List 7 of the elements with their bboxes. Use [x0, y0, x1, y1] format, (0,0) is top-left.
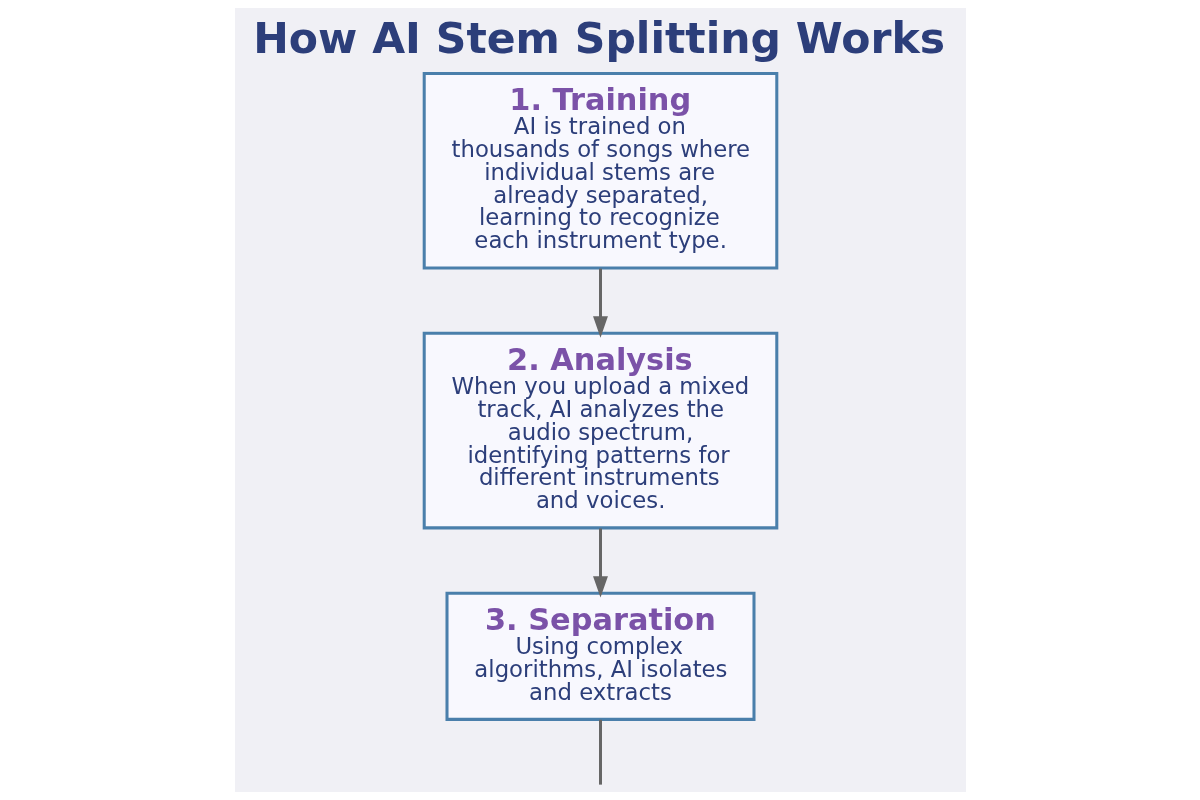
- arrow: [592, 268, 608, 338]
- node-box: 3. Separation Using complex algorithms, AI isolates and extracts: [445, 591, 755, 721]
- arrow: [592, 528, 608, 598]
- node-box: 2. Analysis When you upload a mixed track, AI analyzes the audio spectrum, identifying patterns for different instruments and voices.: [422, 331, 778, 530]
- connector: [598, 719, 602, 785]
- node-box: 1. Training AI is trained on thousands of songs where individual stems are already separated, learning to recognize each instrument type.: [422, 71, 778, 270]
- diagram-title: How AI Stem Splitting Works: [252, 13, 945, 63]
